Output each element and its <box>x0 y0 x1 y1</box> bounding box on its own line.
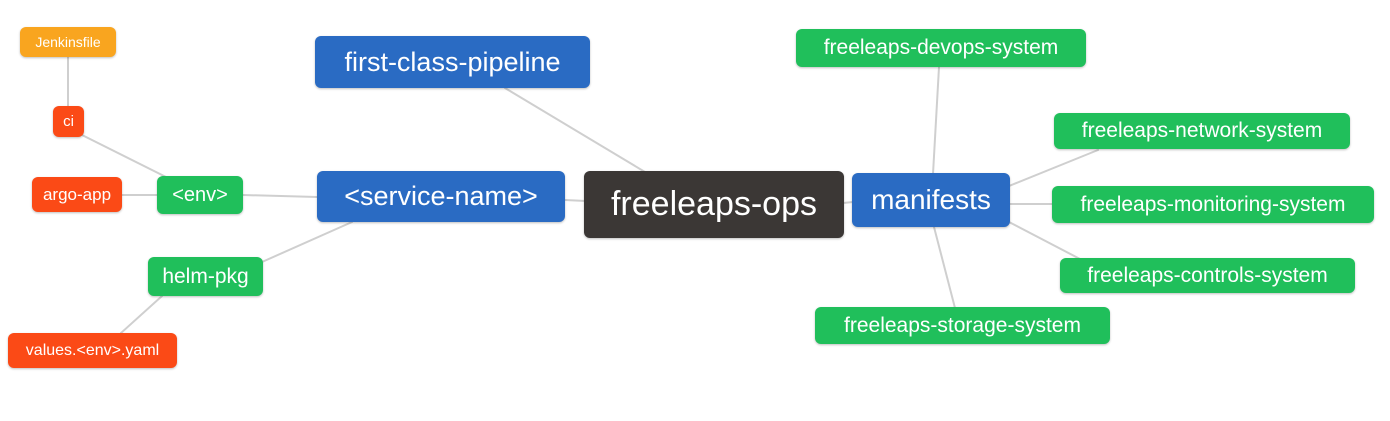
node-ci[interactable]: ci <box>53 106 84 137</box>
edge-first-class-pipeline-freeleaps-ops <box>504 87 646 173</box>
node-freeleaps-ops[interactable]: freeleaps-ops <box>584 171 844 238</box>
edge-service-name-helm-pkg <box>261 221 353 263</box>
node-storage-system[interactable]: freeleaps-storage-system <box>815 307 1110 344</box>
node-argo-app[interactable]: argo-app <box>32 177 122 212</box>
node-values-env-yaml[interactable]: values.<env>.yaml <box>8 333 177 368</box>
edge-freeleaps-ops-manifests <box>842 201 854 204</box>
node-env[interactable]: <env> <box>157 176 243 214</box>
edge-manifests-storage-system <box>933 226 956 309</box>
node-jenkinsfile[interactable]: Jenkinsfile <box>20 27 116 57</box>
node-service-name[interactable]: <service-name> <box>317 171 565 222</box>
node-first-class-pipeline[interactable]: first-class-pipeline <box>315 36 590 88</box>
node-monitoring-system[interactable]: freeleaps-monitoring-system <box>1052 186 1374 223</box>
node-network-system[interactable]: freeleaps-network-system <box>1054 113 1350 149</box>
node-manifests[interactable]: manifests <box>852 173 1010 227</box>
edge-ci-env <box>81 134 167 178</box>
node-devops-system[interactable]: freeleaps-devops-system <box>796 29 1086 67</box>
node-controls-system[interactable]: freeleaps-controls-system <box>1060 258 1355 293</box>
edge-manifests-network-system <box>1008 149 1099 187</box>
edge-manifests-controls-system <box>1008 221 1081 260</box>
edge-env-service-name <box>242 194 318 198</box>
edge-service-name-freeleaps-ops <box>564 199 587 202</box>
edge-helm-pkg-values-env-yaml <box>120 295 163 334</box>
node-helm-pkg[interactable]: helm-pkg <box>148 257 263 296</box>
edge-devops-system-manifests <box>932 66 940 175</box>
